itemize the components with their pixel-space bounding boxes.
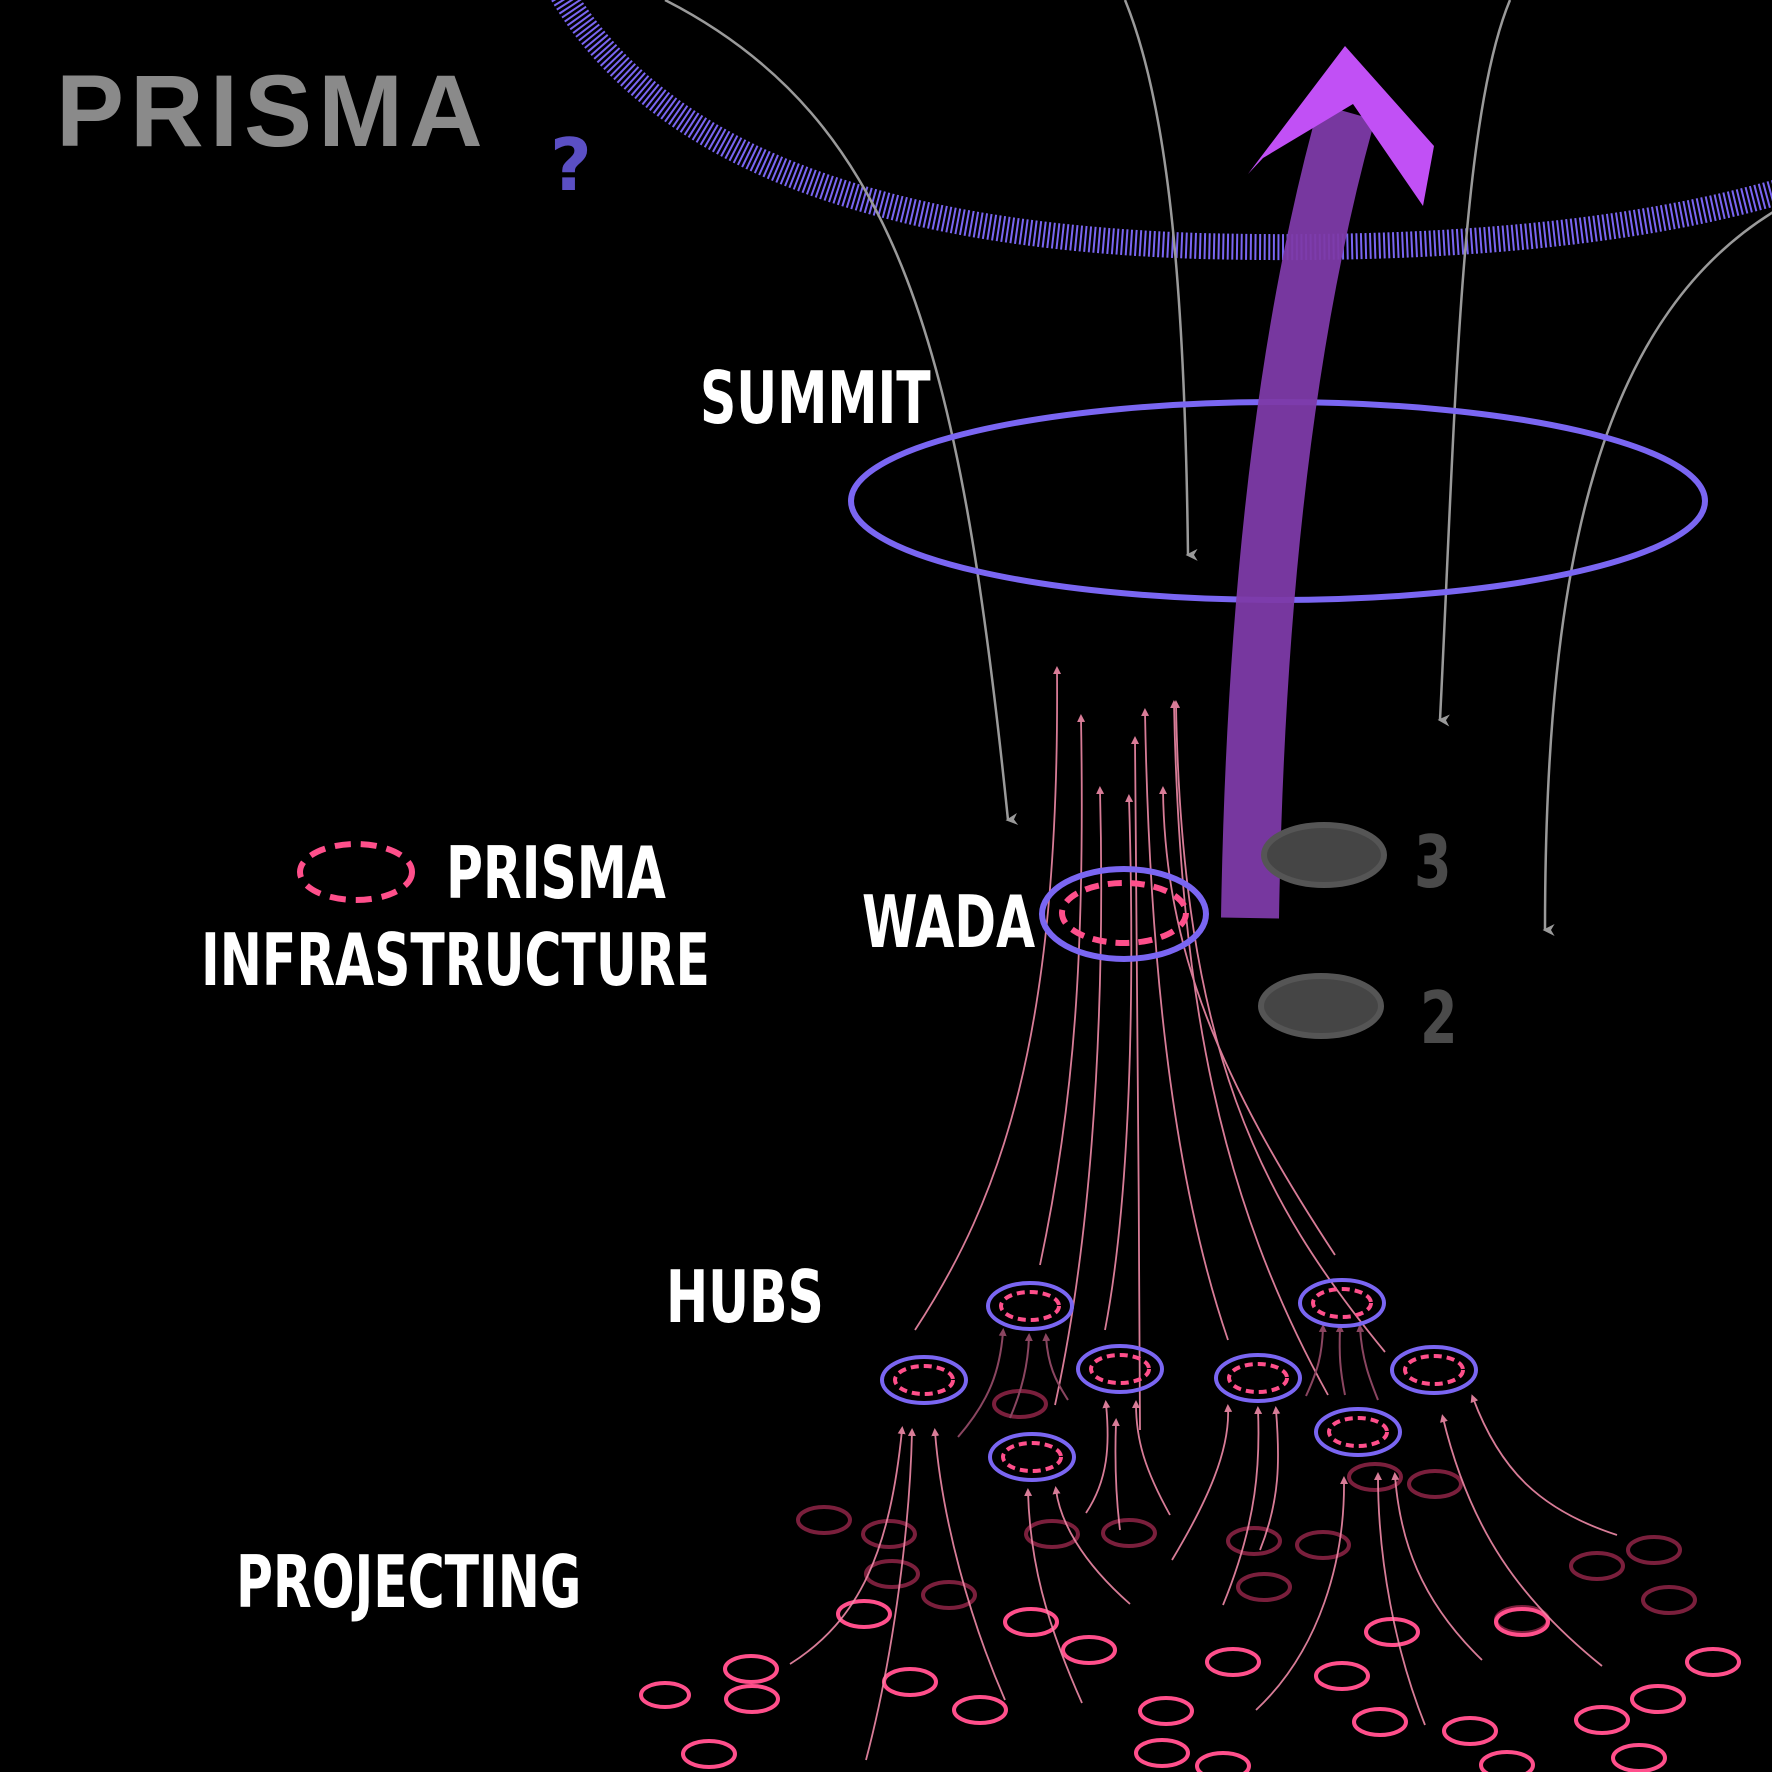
dashed-ring-icon: [297, 841, 415, 903]
marker-2-number: 2: [1420, 977, 1458, 1061]
legend-line-2: INFRASTRUCTURE: [201, 918, 710, 1003]
projecting-rings: [639, 1599, 1741, 1772]
prisma-logo: PRISMA: [56, 54, 489, 168]
marker-3-ellipse: [1261, 822, 1387, 888]
hub-node: [1314, 1407, 1402, 1457]
hubs-label: HUBS: [666, 1255, 824, 1340]
marker-2-ellipse: [1258, 973, 1384, 1039]
wada-flow-lines: [914, 666, 1386, 1431]
hub-node: [986, 1281, 1074, 1331]
legend-line-1: PRISMA: [446, 831, 666, 916]
gray-arrow-4: [1542, 211, 1772, 937]
wada-label: WADA: [862, 880, 1035, 965]
summit-label: SUMMIT: [700, 356, 931, 441]
big-purple-arrow: [1221, 46, 1434, 919]
gray-arrow-1: [664, 0, 1019, 825]
gray-arrow-2: [1123, 0, 1198, 561]
hub-node: [1214, 1353, 1302, 1403]
hub-node: [1298, 1278, 1386, 1328]
side-markers: [1258, 822, 1387, 1039]
hub-nodes: [880, 1278, 1478, 1482]
hub-feed-lines: [789, 1394, 1618, 1761]
legend: PRISMA INFRASTRUCTURE: [201, 831, 710, 1003]
faded-rings: [796, 1389, 1697, 1635]
hub-node: [988, 1432, 1076, 1482]
hub-node: [880, 1355, 968, 1405]
marker-3-number: 3: [1414, 821, 1452, 905]
question-mark: ?: [550, 123, 592, 207]
projecting-label: PROJECTING: [236, 1540, 581, 1625]
hub-node: [1076, 1344, 1164, 1394]
orbit-ring: [550, 0, 1772, 261]
wada-node: [1039, 866, 1209, 962]
upper-hub-arrows: [957, 1324, 1379, 1438]
hub-node: [1390, 1345, 1478, 1395]
